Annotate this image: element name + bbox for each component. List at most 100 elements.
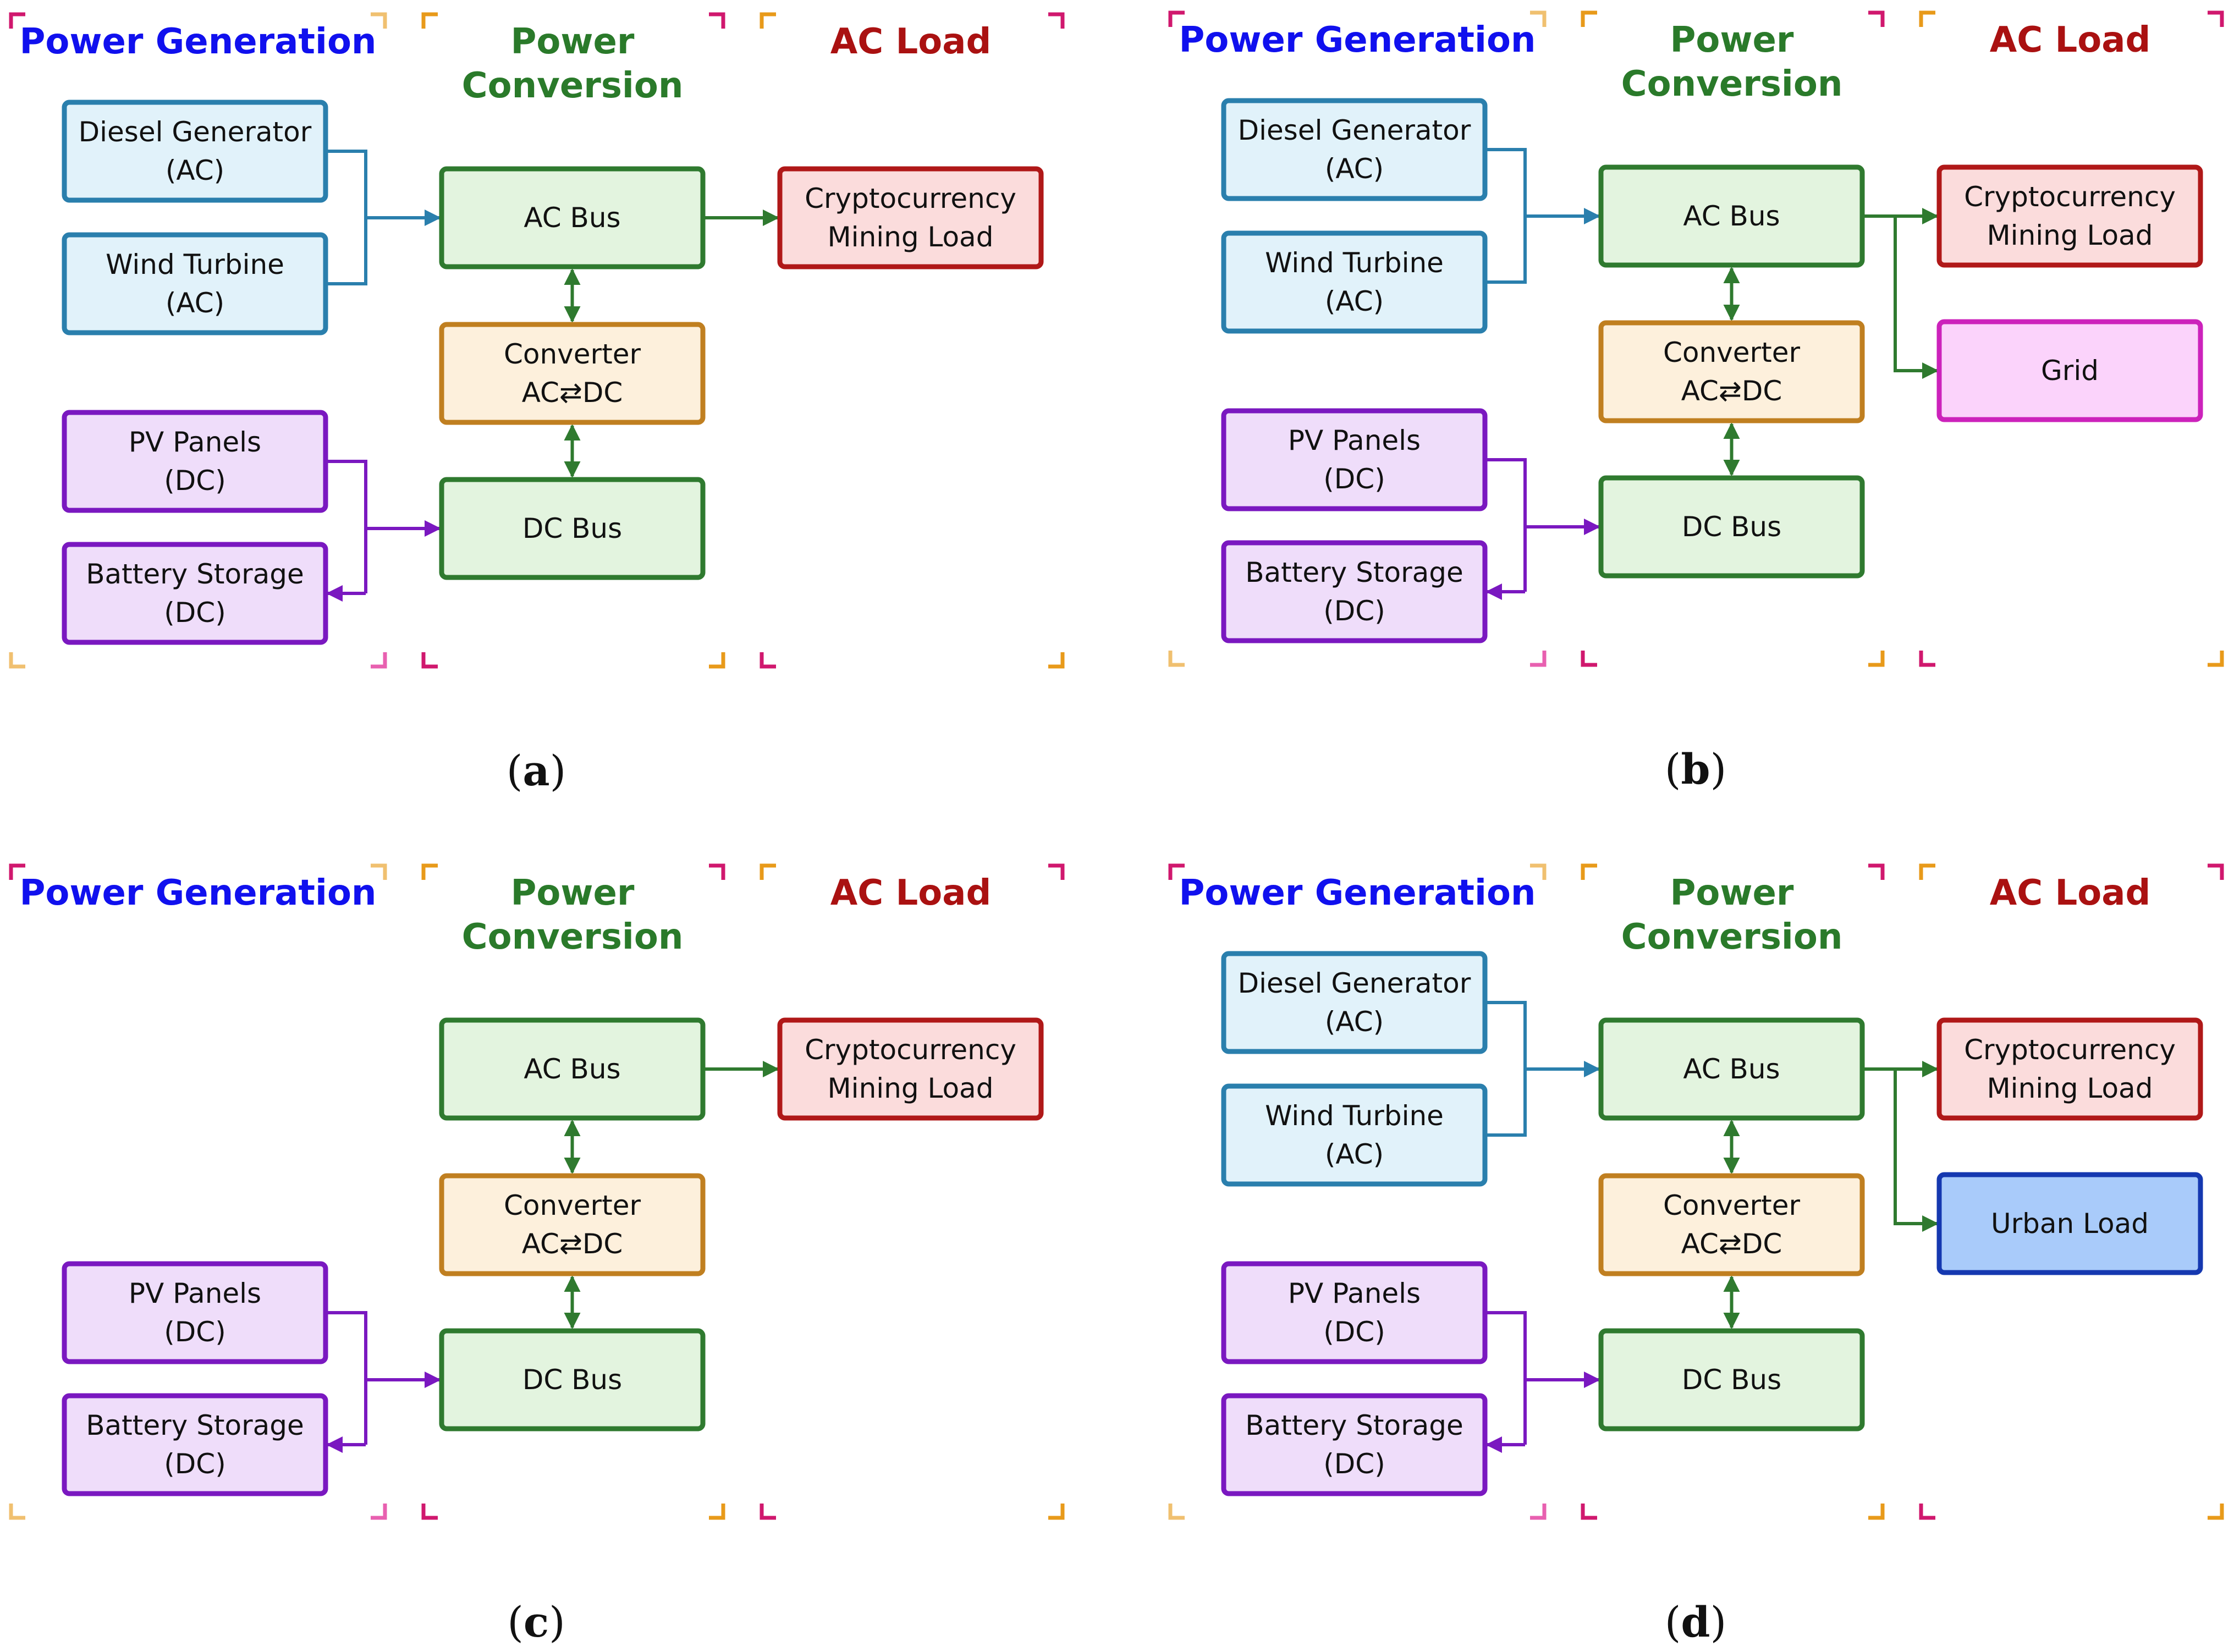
corner-bracket xyxy=(760,12,776,29)
corner-bracket xyxy=(2208,863,2224,880)
boxes: PV Panels(DC) Battery Storage (DC) AC BusCo… xyxy=(62,1017,1044,1496)
diesel-rect xyxy=(62,100,328,203)
corner-bracket xyxy=(760,1504,776,1520)
corner-bracket xyxy=(371,863,387,880)
box-battery: Battery Storage(DC) xyxy=(1221,540,1488,643)
crypto-label-line2: Mining Load xyxy=(1987,1072,2153,1104)
converter-rect xyxy=(439,322,706,425)
box-battery: Battery Storage(DC) xyxy=(62,542,328,645)
corner-bracket xyxy=(1168,10,1185,27)
header-ac-load: AC Load xyxy=(1990,20,2151,60)
caption-close-paren: ) xyxy=(549,1598,565,1647)
header-power-generation: Power Generation xyxy=(1179,20,1536,60)
corner-bracket xyxy=(1581,651,1597,667)
battery-rect xyxy=(62,542,328,645)
ac-bus-rect xyxy=(439,1017,706,1121)
diesel-label-line1: Diesel Generator xyxy=(1238,114,1471,146)
crypto-rect xyxy=(1936,1017,2203,1121)
header-power-conversion-line1: Power xyxy=(1670,20,1794,60)
wind-label-line2: (AC) xyxy=(1325,285,1384,317)
corner-bracket xyxy=(1581,1504,1597,1520)
converter-label-line1: Converter xyxy=(504,1190,641,1221)
battery-rect xyxy=(1221,540,1488,643)
corner-bracket xyxy=(2208,1504,2224,1520)
dc-bus-label-line1: DC Bus xyxy=(522,1364,622,1396)
caption-letter: d xyxy=(1681,1598,1710,1647)
box-ac-bus: AC Bus xyxy=(1598,1017,1865,1121)
pv-label-line2: (DC) xyxy=(1323,463,1385,495)
pv-label-line2: (DC) xyxy=(164,465,225,497)
box-pv: PV Panels(DC) xyxy=(62,1261,328,1364)
corner-bracket xyxy=(760,863,776,880)
battery-label-line1: Battery Storage xyxy=(86,1409,304,1441)
header-power-conversion-line1: Power xyxy=(511,873,635,913)
converter-label-line2: AC⇄DC xyxy=(1681,1228,1782,1260)
pv-label-line1: PV Panels xyxy=(129,426,261,458)
panel-caption: (b) xyxy=(1665,745,1726,794)
corner-bracket xyxy=(2208,10,2224,27)
ac-bus-to-grid-arrow xyxy=(1894,216,1939,379)
header-ac-load: AC Load xyxy=(1990,873,2151,913)
corner-bracket xyxy=(709,863,725,880)
diesel-label-line2: (AC) xyxy=(1325,1006,1384,1038)
pv-join-line xyxy=(1485,458,1527,592)
box-grid: Grid xyxy=(1936,319,2203,422)
box-diesel: Diesel Generator(AC) xyxy=(1221,951,1488,1054)
converter-label-line1: Converter xyxy=(1663,337,1800,368)
ac-bus-label-line1: AC Bus xyxy=(524,1053,620,1085)
ac-source-join-line xyxy=(1485,1001,1527,1137)
corner-bracket xyxy=(1919,863,1935,880)
pv-rect xyxy=(62,1261,328,1364)
crypto-label-line1: Cryptocurrency xyxy=(1964,181,2176,213)
caption-close-paren: ) xyxy=(1710,1598,1727,1647)
corner-bracket xyxy=(9,12,25,29)
corner-bracket xyxy=(1868,651,1885,667)
box-wind: Wind Turbine(AC) xyxy=(62,232,328,335)
ac-bus-label-line1: AC Bus xyxy=(1683,200,1780,232)
corner-bracket xyxy=(9,652,25,669)
panel-caption: (a) xyxy=(507,746,566,795)
converter-label-line2: AC⇄DC xyxy=(1681,375,1782,407)
corner-bracket xyxy=(1048,863,1065,880)
pv-rect xyxy=(1221,1261,1488,1364)
box-pv: PV Panels (DC) xyxy=(62,410,328,513)
corner-bracket xyxy=(1868,10,1885,27)
crypto-label-line1: Cryptocurrency xyxy=(805,1034,1016,1066)
box-dc-bus: DC Bus xyxy=(439,1328,706,1431)
corner-bracket xyxy=(1048,652,1065,669)
header-power-generation: Power Generation xyxy=(20,873,377,913)
urban-label-line1: Urban Load xyxy=(1991,1208,2149,1240)
caption-close-paren: ) xyxy=(550,746,566,795)
crypto-label-line1: Cryptocurrency xyxy=(1964,1034,2176,1066)
corner-bracket xyxy=(760,652,776,669)
connectors xyxy=(1485,1001,1939,1453)
connectors xyxy=(326,150,779,602)
boxes: Diesel Generator(AC)Wind Turbine(AC)PV P… xyxy=(1221,98,2203,643)
battery-label-line2: (DC) xyxy=(164,597,225,629)
wind-label-line1: Wind Turbine xyxy=(106,249,284,280)
box-dc-bus: DC Bus xyxy=(439,477,706,580)
header-power-conversion-line2: Conversion xyxy=(462,917,684,957)
converter-label-line2: AC⇄DC xyxy=(522,377,623,409)
corner-bracket xyxy=(371,652,387,669)
dc-bus-rect xyxy=(439,477,706,580)
grid-label-line1: Grid xyxy=(2041,355,2099,387)
connectors xyxy=(1485,148,1939,600)
corner-bracket xyxy=(1919,10,1935,27)
wind-label-line1: Wind Turbine xyxy=(1265,247,1444,279)
ac-bus-to-urban-arrow xyxy=(1894,1069,1939,1232)
box-wind: Wind Turbine (AC) xyxy=(1221,230,1488,334)
header-power-conversion-line2: Conversion xyxy=(1621,64,1843,104)
corner-bracket xyxy=(9,1504,25,1520)
converter-label-line1: Converter xyxy=(1663,1190,1800,1221)
corner-bracket xyxy=(421,1504,438,1520)
battery-label-line2: (DC) xyxy=(164,1448,225,1480)
